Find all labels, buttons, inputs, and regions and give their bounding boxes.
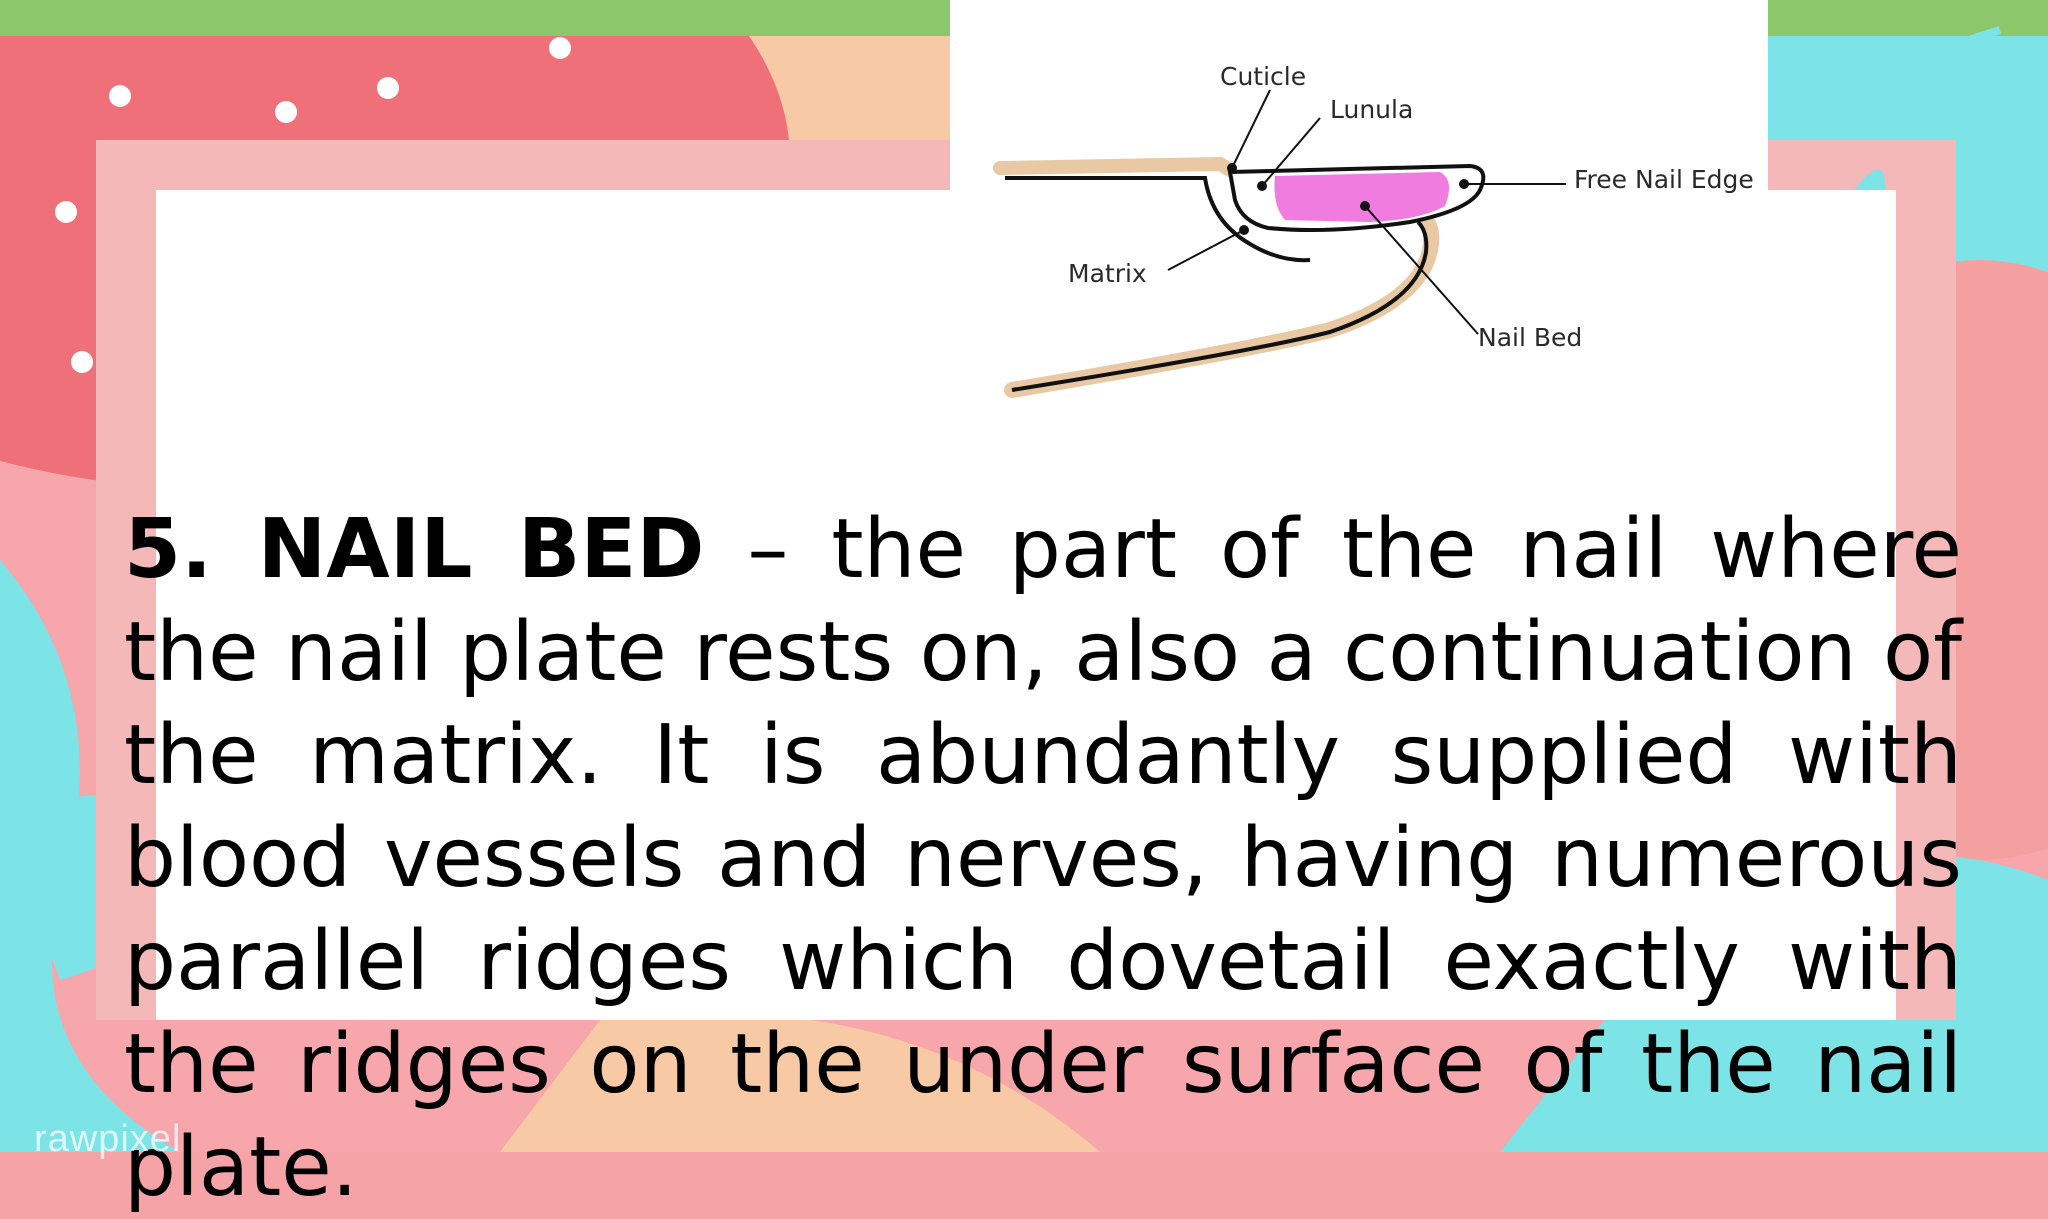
lunula-label: Lunula bbox=[1330, 95, 1413, 124]
nail-bed-label: Nail Bed bbox=[1478, 323, 1582, 352]
lunula-marker bbox=[1257, 181, 1267, 191]
heading-separator: – bbox=[704, 502, 832, 597]
definition-text: the part of the nail where the nail plat… bbox=[124, 502, 1963, 1215]
section-heading: 5. NAIL BED bbox=[124, 502, 705, 597]
matrix-marker bbox=[1239, 225, 1249, 235]
matrix-label: Matrix bbox=[1068, 259, 1147, 288]
nail-bed-marker bbox=[1360, 201, 1370, 211]
free-nail-edge-label: Free Nail Edge bbox=[1574, 165, 1754, 194]
cuticle-label: Cuticle bbox=[1220, 62, 1306, 91]
watermark-logo: rawpixel bbox=[34, 1118, 182, 1160]
cuticle-marker bbox=[1227, 163, 1237, 173]
free-nail-edge-marker bbox=[1459, 179, 1469, 189]
nail-anatomy-diagram: Cuticle Lunula Free Nail Edge Matrix Nai… bbox=[950, 0, 1768, 478]
nail-bed-definition: 5. NAIL BED – the part of the nail where… bbox=[124, 498, 1962, 1219]
